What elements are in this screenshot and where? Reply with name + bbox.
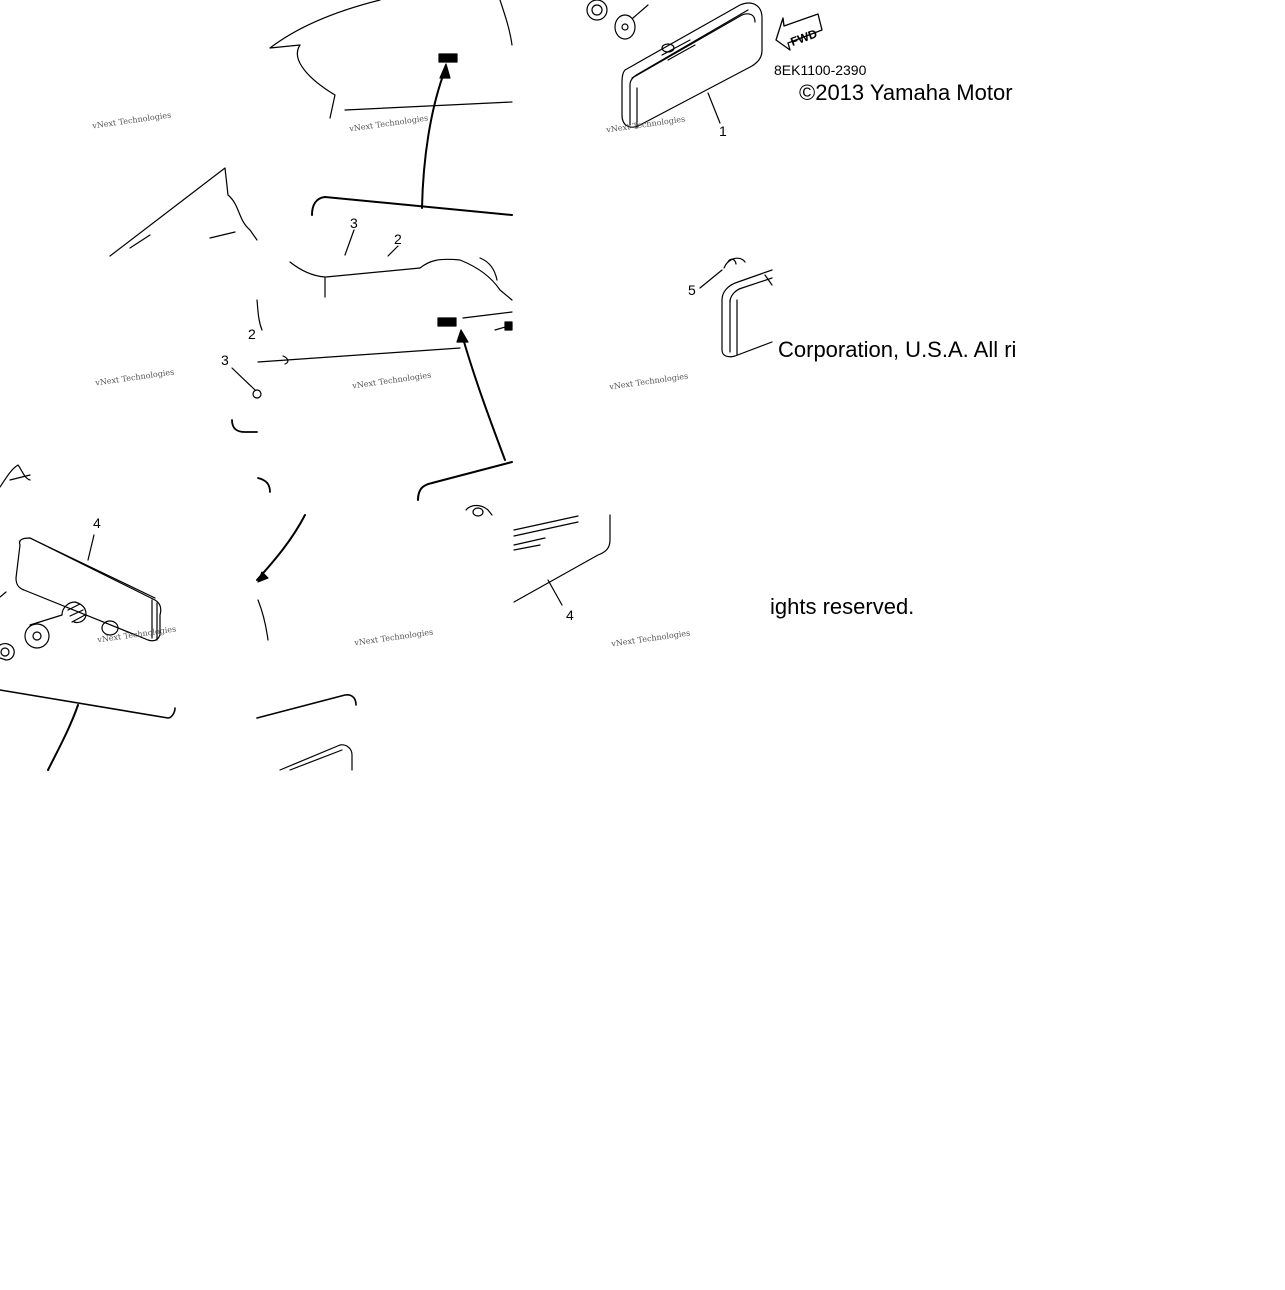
callout-3b: 3 xyxy=(221,352,229,368)
reflector-5-area xyxy=(699,257,773,358)
copyright-line-1: ©2013 Yamaha Motor xyxy=(799,80,1013,105)
callout-3a: 3 xyxy=(350,215,358,231)
decal-marker-2 xyxy=(437,317,457,327)
part-code: 8EK1100-2390 xyxy=(774,62,867,78)
callout-4b: 4 xyxy=(566,607,574,623)
callout-numbers: 1 2 2 3 3 4 4 5 xyxy=(93,123,727,623)
reflector-1 xyxy=(586,0,763,129)
callout-2b: 2 xyxy=(248,326,256,342)
tile-bottom-middle xyxy=(256,514,357,771)
copyright-line-2: Corporation, U.S.A. All ri xyxy=(778,337,1017,362)
tile-middle-left xyxy=(231,389,271,493)
copyright-line-3: ights reserved. xyxy=(770,594,915,619)
reflector-4 xyxy=(0,464,176,771)
tile-bottom-right xyxy=(465,504,611,606)
fwd-label: FWD xyxy=(789,26,820,49)
tile-top-left xyxy=(109,167,258,257)
callout-1: 1 xyxy=(719,123,727,139)
tile-top-middle xyxy=(269,0,513,216)
callout-leaders xyxy=(231,229,399,391)
callout-4a: 4 xyxy=(93,515,101,531)
callout-2a: 2 xyxy=(394,231,402,247)
callout-5: 5 xyxy=(688,282,696,298)
fwd-arrow-icon: FWD xyxy=(775,13,823,51)
tile-middle xyxy=(256,257,513,501)
decal-marker xyxy=(438,53,458,63)
